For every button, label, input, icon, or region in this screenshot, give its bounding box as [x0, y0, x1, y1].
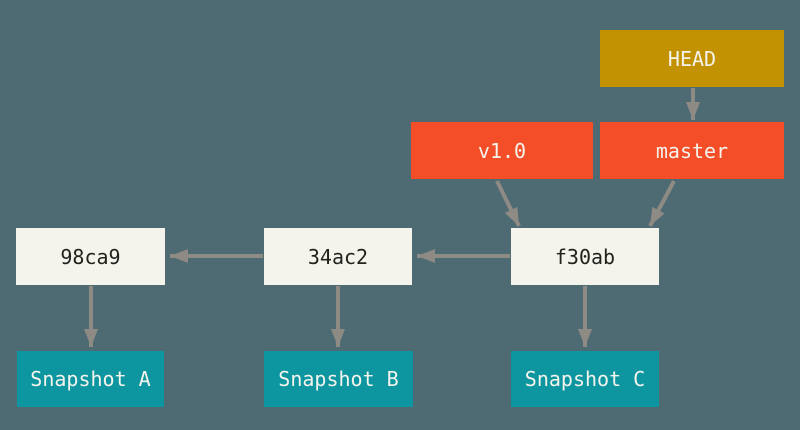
commit-f30ab-node: f30ab	[511, 228, 659, 285]
commit-34ac2-node: 34ac2	[264, 228, 412, 285]
tag-v1-0-node: v1.0	[411, 122, 593, 179]
snapshot-b-node: Snapshot B	[264, 351, 413, 407]
branch-master-node: master	[600, 122, 784, 179]
head-pointer-node: HEAD	[600, 30, 784, 87]
snapshot-a-node: Snapshot A	[17, 351, 164, 407]
snapshot-c-node: Snapshot C	[511, 351, 659, 407]
commit-98ca9-node: 98ca9	[16, 228, 165, 285]
arrow-v1-0-to-f30ab	[495, 180, 521, 227]
arrow-master-to-f30ab	[648, 180, 676, 227]
